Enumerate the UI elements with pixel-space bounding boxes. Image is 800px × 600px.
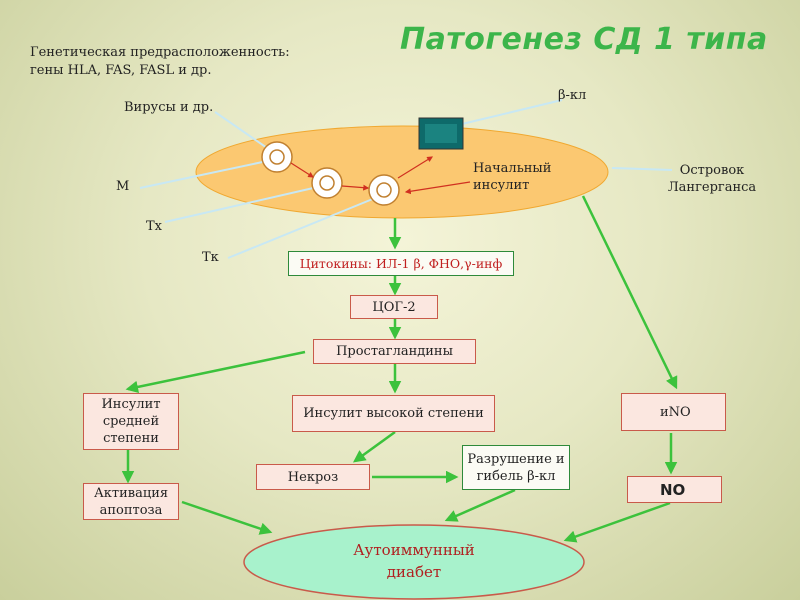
initial-insulitis-line-2: инсулит [473,178,530,193]
prostaglandins-box: Простагландины [313,339,476,364]
autoimmune-line-1: Аутоиммунный [353,541,475,559]
macrophage-label: М [116,179,130,194]
destruction-line-2: гибель β-кл [476,468,556,484]
islet-label: Островок Лангерганса [664,162,760,196]
destruction-line-1: Разрушение и [467,451,565,467]
flow-arrows [121,195,678,543]
autoimmune-diabetes-ellipse [243,524,585,600]
no-label: NO [660,480,686,499]
page-title: Патогенез СД 1 типа [400,22,768,57]
destruction-box: Разрушение и гибель β-кл [462,445,570,490]
no-box: NO [627,476,722,503]
autoimmune-line-2: диабет [386,563,442,581]
autoimmune-diabetes-label: Аутоиммунный диабет [310,539,518,583]
insulitis-moderate-line-1: Инсулит [101,397,161,412]
pointer-lines [139,99,673,259]
genetic-line-1: Генетическая предрасположенность: [30,45,290,60]
t-killer-label: Тк [202,250,219,265]
apoptosis-line-1: Активация [93,485,169,501]
islet-line-2: Лангерганса [667,180,757,195]
insulitis-moderate-line-2: средней [102,414,160,429]
apoptosis-box: Активация апоптоза [83,483,179,520]
inos-label: иNO [660,404,691,420]
insulitis-high-box: Инсулит высокой степени [292,395,495,432]
islet-ellipse [195,125,609,219]
viruses-label: Вирусы и др. [124,100,214,115]
necrosis-box: Некроз [256,464,370,490]
apoptosis-line-2: апоптоза [99,502,163,518]
genetic-line-2: гены HLA, FAS, FASL и др. [30,63,212,78]
genetic-predisposition: Генетическая предрасположенность: гены H… [30,44,290,80]
cytokines-box: Цитокины: ИЛ-1 β, ФНО,γ-инф [288,251,514,276]
islet-line-1: Островок [679,163,745,178]
beta-cell-label: β-кл [558,88,587,103]
insulitis-moderate-box: Инсулит средней степени [83,393,179,450]
cox2-box: ЦОГ-2 [350,295,438,319]
inos-box: иNO [621,393,726,431]
insulitis-moderate-line-3: степени [103,431,159,446]
initial-insulitis-line-1: Начальный [473,161,552,176]
cell-interaction-arrows [290,156,471,195]
t-helper-label: Тх [146,219,163,234]
initial-insulitis-label: Начальный инсулит [473,160,551,194]
